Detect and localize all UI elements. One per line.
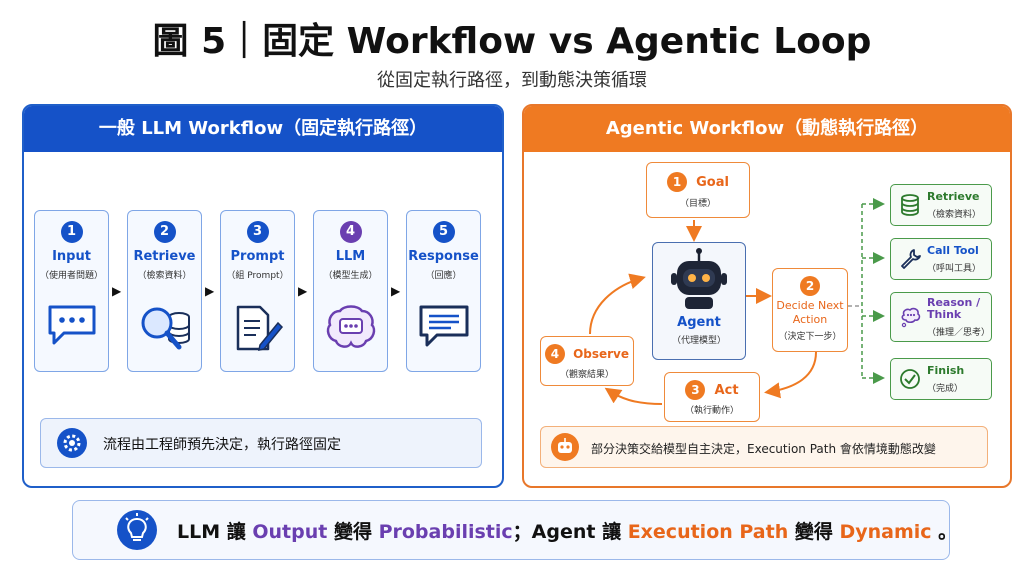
step-name: Prompt: [230, 249, 285, 264]
brain-icon: [326, 305, 375, 348]
page-title: 圖 5｜固定 Workflow vs Agentic Loop: [152, 21, 872, 62]
step-sub: （使用者問題）: [39, 271, 103, 281]
decide-number: 2: [800, 275, 820, 296]
step-name: Retrieve: [133, 249, 196, 264]
summary-part: 變得: [788, 521, 840, 543]
flow-arrow: ▶: [205, 284, 215, 298]
step-sub: （組 Prompt）: [226, 271, 289, 281]
fixed-workflow-note: 流程由工程師預先決定，執行路徑固定: [40, 418, 482, 468]
lightbulb-icon: [117, 510, 157, 550]
summary-part: 。: [931, 521, 958, 543]
step-prompt: 3 Prompt （組 Prompt）: [220, 210, 295, 372]
step-number: 1: [60, 221, 83, 243]
agentic-workflow-note-text: 部分決策交給模型自主決定，Execution Path 會依情境動態改變: [591, 442, 936, 456]
chat-bubble-icon: [48, 305, 95, 345]
agentic-workflow-header: Agentic Workflow（動態執行路徑）: [524, 106, 1010, 152]
fixed-workflow-note-text: 流程由工程師預先決定，執行路徑固定: [103, 437, 341, 453]
action-sub: （檢索資料）: [927, 210, 982, 220]
summary-highlight-output: Output: [252, 521, 328, 543]
observe-title: Observe: [573, 347, 630, 361]
step-llm: 4 LLM （模型生成）: [313, 210, 388, 372]
action-name: Call Tool: [927, 244, 979, 257]
act-number: 3: [685, 379, 706, 400]
step-number: 3: [246, 221, 269, 243]
action-retrieve: Retrieve （檢索資料）: [890, 184, 992, 226]
fixed-workflow-panel: 一般 LLM Workflow（固定執行路徑） 1 Input （使用者問題） …: [22, 104, 504, 488]
decide-sub: （決定下一步）: [778, 331, 842, 342]
action-reason: Reason / Think （推理／思考）: [890, 292, 992, 342]
database-icon: [901, 194, 919, 216]
robot-icon: [671, 248, 727, 309]
observe-number: 4: [544, 343, 565, 364]
thought-bubble-icon: [901, 307, 921, 328]
step-sub: （回應）: [425, 271, 462, 281]
agent-sub: （代理模型）: [671, 336, 726, 346]
summary-text: LLM 讓 Output 變得 Probabilistic；Agent 讓 Ex…: [177, 517, 957, 544]
magnifier-database-icon: [141, 307, 190, 350]
document-pen-icon: [236, 305, 283, 351]
action-name: Retrieve: [927, 190, 980, 203]
flow-arrow: ▶: [391, 284, 401, 298]
step-name: LLM: [335, 249, 366, 264]
wrench-icon: [901, 249, 921, 269]
check-circle-icon: [900, 369, 920, 389]
action-finish: Finish （完成）: [890, 358, 992, 400]
flow-arrow: ▶: [298, 284, 308, 298]
decide-node: 2 Decide Next Action （決定下一步）: [772, 268, 848, 352]
fixed-workflow-header: 一般 LLM Workflow（固定執行路徑）: [24, 106, 502, 152]
step-number: 2: [153, 221, 176, 243]
step-number: 4: [339, 221, 362, 243]
summary-part: ；Agent 讓: [512, 521, 628, 543]
summary-highlight-probabilistic: Probabilistic: [378, 521, 513, 543]
summary-highlight-execution-path: Execution Path: [627, 521, 789, 543]
action-sub: （推理／思考）: [927, 328, 991, 338]
decide-title: Decide Next Action: [776, 298, 844, 326]
goal-title: Goal: [696, 175, 729, 190]
action-name: Reason / Think: [927, 296, 981, 321]
step-retrieve: 2 Retrieve （檢索資料）: [127, 210, 202, 372]
loop-arrows: [589, 198, 885, 405]
agent-title: Agent: [677, 315, 721, 330]
act-node: 3 Act （執行動作）: [664, 372, 760, 422]
action-name: Finish: [927, 364, 965, 377]
action-call-tool: Call Tool （呼叫工具）: [890, 238, 992, 280]
step-name: Input: [52, 249, 91, 264]
step-response: 5 Response （回應）: [406, 210, 481, 372]
summary-highlight-dynamic: Dynamic: [839, 521, 932, 543]
summary-part: LLM 讓: [177, 521, 253, 543]
step-name: Response: [408, 249, 479, 264]
message-lines-icon: [419, 305, 468, 347]
act-sub: （執行動作）: [684, 405, 739, 416]
page-subtitle: 從固定執行路徑，到動態決策循環: [377, 70, 647, 91]
gear-icon: [57, 428, 87, 458]
goal-number: 1: [667, 171, 688, 192]
summary-banner: LLM 讓 Output 變得 Probabilistic；Agent 讓 Ex…: [72, 500, 957, 560]
action-sub: （呼叫工具）: [927, 264, 982, 274]
step-number: 5: [432, 221, 455, 243]
step-sub: （檢索資料）: [137, 271, 192, 281]
act-title: Act: [714, 383, 739, 398]
agent-node: Agent （代理模型）: [652, 242, 746, 360]
observe-node: 4 Observe （觀察結果）: [540, 336, 634, 386]
goal-sub: （目標）: [679, 198, 716, 209]
flow-arrow: ▶: [112, 284, 122, 298]
action-sub: （完成）: [927, 384, 964, 394]
observe-sub: （觀察結果）: [559, 369, 614, 380]
summary-part: 變得: [327, 521, 379, 543]
step-sub: （模型生成）: [323, 271, 378, 281]
agentic-workflow-panel: Agentic Workflow（動態執行路徑） 1 Goal （目標）: [522, 104, 1012, 488]
goal-node: 1 Goal （目標）: [646, 162, 750, 218]
step-input: 1 Input （使用者問題）: [34, 210, 109, 372]
agentic-workflow-note: 部分決策交給模型自主決定，Execution Path 會依情境動態改變: [540, 426, 988, 468]
robot-badge-icon: [551, 433, 579, 461]
